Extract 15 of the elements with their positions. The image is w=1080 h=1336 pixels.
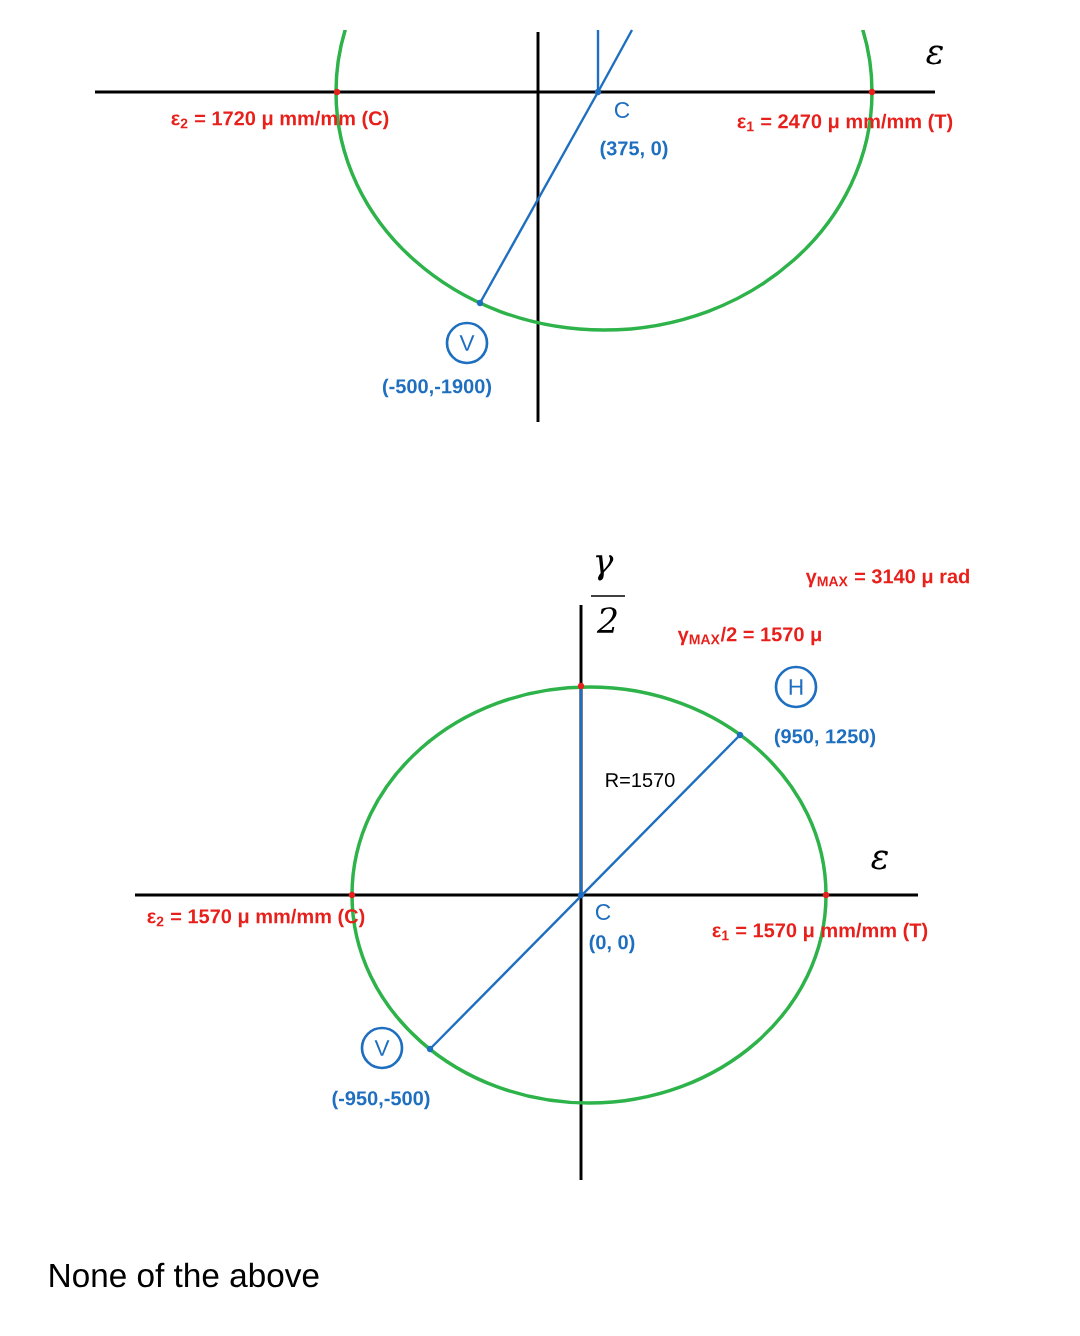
- axis-label: ε: [926, 45, 943, 65]
- center-label: C: [614, 102, 630, 119]
- coordinate-label: (-950,-500): [332, 1090, 430, 1110]
- axis-label: γ: [596, 555, 614, 581]
- axis-label: 2: [596, 607, 617, 633]
- coordinate-label: (0, 0): [589, 934, 635, 954]
- strain-label: γ$_{MAX}$ = 3140 μ rad: [805, 568, 969, 588]
- strain-label: γ$_{MAX}$/2 = 1570 μ: [677, 626, 821, 646]
- coordinate-label: (375, 0): [600, 140, 668, 160]
- axis-label: ε: [871, 850, 888, 870]
- coordinate-label: (950, 1250): [774, 728, 876, 748]
- center-label: C: [595, 904, 611, 921]
- coordinate-label: (-500,-1900): [383, 378, 491, 398]
- answer-option: None of the above: [50, 1262, 319, 1288]
- radius-label: R=1570: [606, 772, 675, 788]
